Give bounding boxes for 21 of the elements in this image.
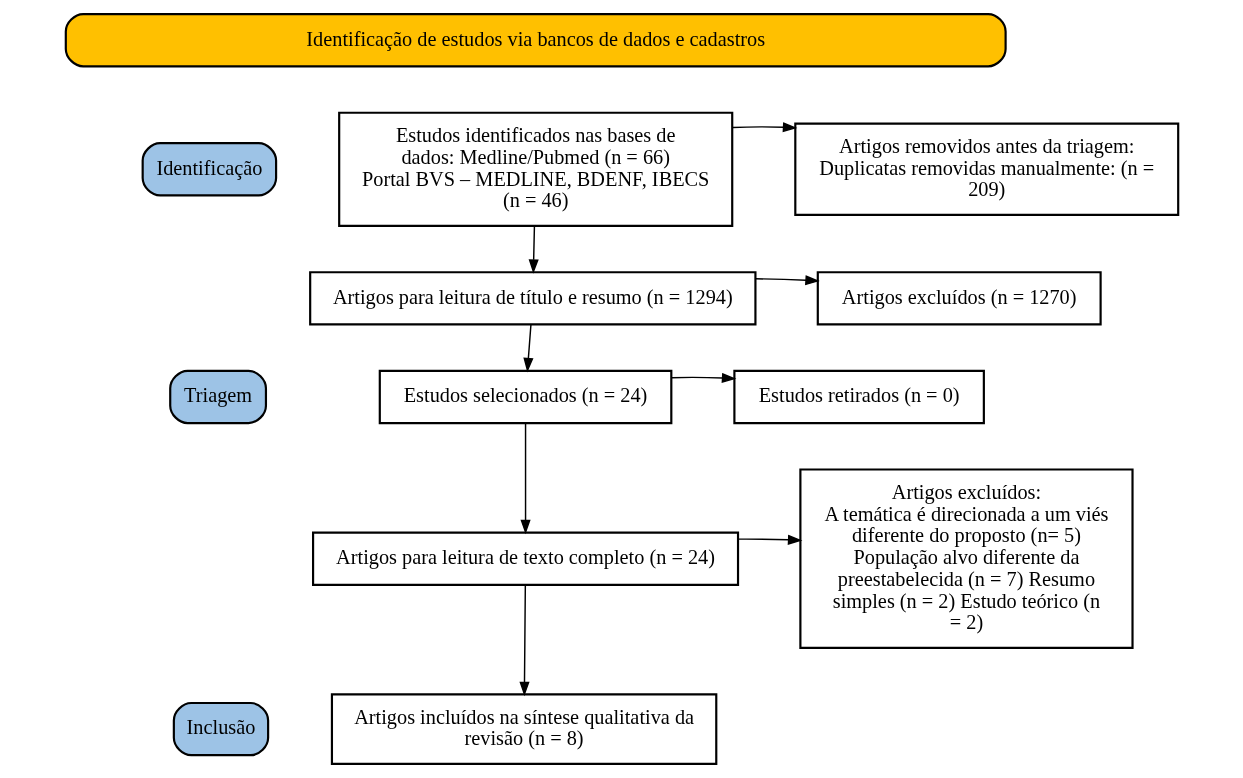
arrow bbox=[522, 324, 533, 373]
arrow bbox=[670, 372, 736, 384]
node-box: Triagem bbox=[168, 369, 267, 425]
node-box: Artigos excluídos (n = 1270) bbox=[816, 271, 1102, 326]
node-box: Artigos para leitura de texto completo (n = 24) bbox=[311, 531, 739, 586]
node-box: Estudos identificados nas bases de dados: Medline/Pubmed (n = 66) Portal BVS – MEDLINE, BDENF, IBECS (n = 46) bbox=[337, 111, 733, 227]
node-box: Inclusão bbox=[172, 701, 269, 757]
arrow bbox=[731, 122, 797, 133]
node-box: Artigos para leitura de título e resumo (n = 1294) bbox=[308, 271, 756, 326]
arrow bbox=[519, 422, 531, 535]
arrow bbox=[518, 584, 530, 697]
node-box: Identificação de estudos via bancos de dados e cadastros bbox=[64, 13, 1007, 68]
node-box: Artigos removidos antes da triagem: Duplicatas removidas manualmente: (n = 209) bbox=[793, 122, 1179, 217]
arrow bbox=[528, 225, 539, 274]
node-box: Artigos incluídos na síntese qualitativa da revisão (n = 8) bbox=[330, 693, 717, 765]
node-box: Estudos selecionados (n = 24) bbox=[378, 369, 672, 425]
arrow bbox=[737, 534, 802, 545]
node-box: Estudos retirados (n = 0) bbox=[732, 369, 985, 425]
arrow bbox=[754, 275, 820, 286]
node-box: Artigos excluídos: A temática é direcionada a um viés diferente do proposto (n= 5) População alvo diferente da preestabelecida (n = 7) Resumo simples (n = 2) Estudo teórico (n = 2) bbox=[798, 468, 1134, 649]
node-box: Identificação bbox=[141, 142, 277, 197]
